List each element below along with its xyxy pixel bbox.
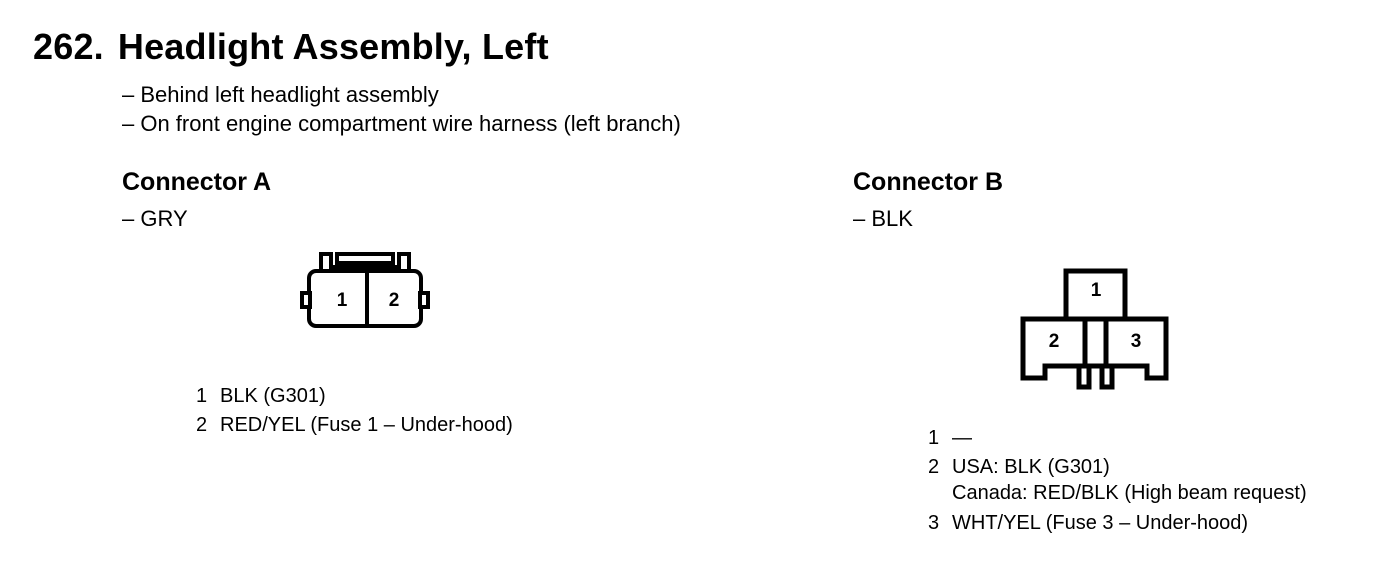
pin-number: 2 — [928, 456, 940, 478]
connector-b-pin-2: 2 USA: BLK (G301) — [928, 456, 1110, 479]
pin-number: 3 — [928, 512, 940, 534]
connector-b-cavity-2: 2 — [1049, 331, 1060, 352]
connector-b-bottom-pin-left — [1076, 363, 1092, 390]
connector-b-bottom-pin-right — [1099, 363, 1115, 390]
connector-b-pin-2-continued: Canada: RED/BLK (High beam request) — [952, 482, 1307, 504]
pin-number: 1 — [196, 385, 208, 407]
connector-a-latch — [319, 252, 411, 273]
connector-b-diagram: 1 2 3 — [1020, 268, 1169, 390]
pin-number: 1 — [928, 427, 940, 449]
connector-b-color: – BLK — [853, 206, 913, 231]
connector-a-cavity-1: 1 — [337, 290, 348, 311]
pin-description: WHT/YEL (Fuse 3 – Under-hood) — [952, 512, 1249, 534]
connector-b-cavity-3: 3 — [1131, 331, 1142, 352]
connector-b-pin-3: 3 WHT/YEL (Fuse 3 – Under-hood) — [928, 512, 1248, 535]
connector-a-pin-2: 2 RED/YEL (Fuse 1 – Under-hood) — [196, 414, 513, 437]
connector-b-body — [1020, 316, 1169, 381]
connector-b-title: Connector B — [853, 168, 1003, 196]
connector-b-pin-1: 1— — [928, 427, 972, 450]
connector-a-left-tab — [300, 291, 312, 309]
component-number: 262. — [33, 26, 104, 67]
connector-a-cavity-2: 2 — [389, 290, 400, 311]
pin-description: BLK (G301) — [220, 385, 326, 407]
page-title: 262. Headlight Assembly, Left — [33, 26, 549, 68]
location-line-1: – Behind left headlight assembly — [122, 82, 439, 107]
connector-a-right-tab — [418, 291, 430, 309]
connector-b-top-cavity — [1063, 268, 1128, 322]
pin-number: 2 — [196, 414, 208, 436]
connector-a-diagram: 1 2 — [300, 252, 430, 328]
connector-b-cavity-1: 1 — [1091, 280, 1102, 301]
component-name: Headlight Assembly, Left — [117, 26, 549, 67]
pin-description: — — [952, 427, 972, 449]
location-line-2: – On front engine compartment wire harne… — [122, 111, 681, 136]
connector-a-pin-1: 1 BLK (G301) — [196, 385, 326, 408]
pin-description: RED/YEL (Fuse 1 – Under-hood) — [220, 414, 513, 436]
connector-a-title: Connector A — [122, 168, 272, 196]
connector-a-color: – GRY — [122, 206, 188, 231]
pin-description: USA: BLK (G301) — [952, 456, 1110, 478]
